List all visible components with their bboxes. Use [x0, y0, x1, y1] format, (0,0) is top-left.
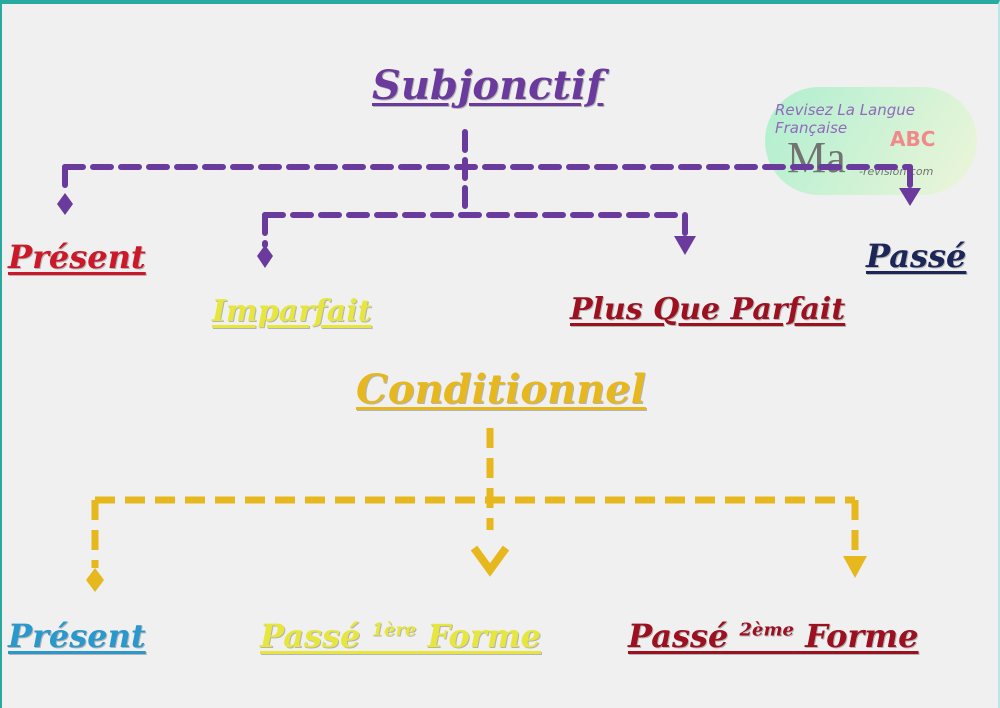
label: Forme	[416, 617, 541, 655]
cond-passe-1: Passé 1ère Forme	[260, 617, 541, 655]
subj-present: Présent	[8, 238, 146, 276]
label: Forme	[793, 617, 919, 655]
subjonctif-title: Subjonctif	[372, 62, 604, 109]
arrow-down-icon	[899, 188, 921, 206]
cond-passe-2: Passé 2ème Forme	[628, 617, 918, 655]
diamond-icon	[57, 193, 73, 215]
diamond-icon	[257, 245, 273, 268]
subj-plus-que-parfait: Plus Que Parfait	[570, 292, 846, 327]
cond-present: Présent	[8, 617, 146, 655]
superscript: 2ème	[739, 619, 794, 641]
logo-abc: ABC	[890, 127, 936, 151]
logo-text: Ma	[787, 133, 846, 182]
logo-tagline: Revisez La Langue Française	[775, 101, 916, 137]
label: Passé	[628, 617, 740, 655]
subj-imparfait: Imparfait	[212, 294, 372, 329]
subj-passe: Passé	[866, 237, 967, 275]
arrow-down-icon	[674, 236, 696, 255]
label: Passé	[260, 617, 372, 655]
chevron-down-icon	[470, 545, 510, 577]
superscript: 1ère	[371, 619, 417, 641]
arrow-down-icon	[843, 556, 867, 578]
diamond-icon	[86, 568, 104, 592]
conditionnel-title: Conditionnel	[356, 366, 646, 413]
